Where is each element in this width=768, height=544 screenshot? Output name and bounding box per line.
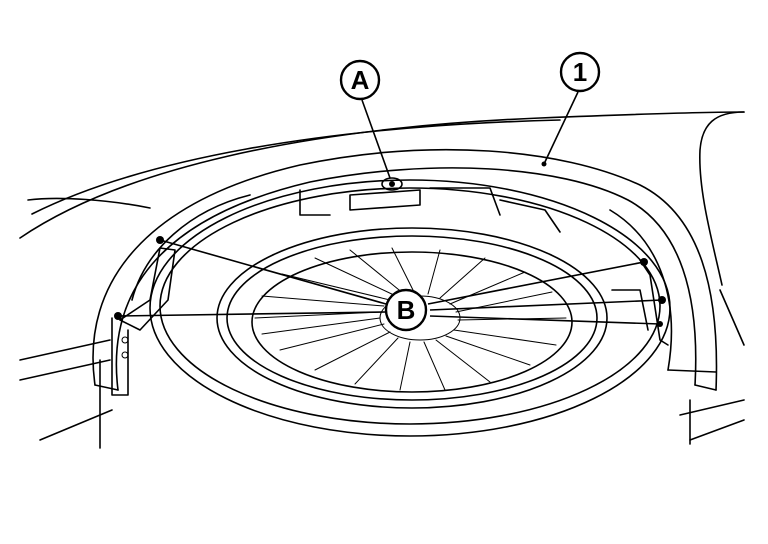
bolt-a — [381, 177, 403, 191]
callout-a-label: A — [351, 65, 370, 95]
trunk-body-outline — [19, 111, 745, 441]
callout-1: 1 — [559, 51, 601, 93]
callout-a: A — [339, 59, 381, 101]
wheel-cover-spokes — [251, 247, 573, 393]
callout-b: B — [384, 288, 428, 332]
floor-cover-trim — [92, 148, 718, 449]
spare-tire — [149, 179, 671, 437]
mounting-brackets — [111, 187, 669, 396]
callout-1-label: 1 — [573, 57, 587, 87]
callout-b-label: B — [397, 295, 416, 325]
leader-lines — [117, 91, 663, 325]
